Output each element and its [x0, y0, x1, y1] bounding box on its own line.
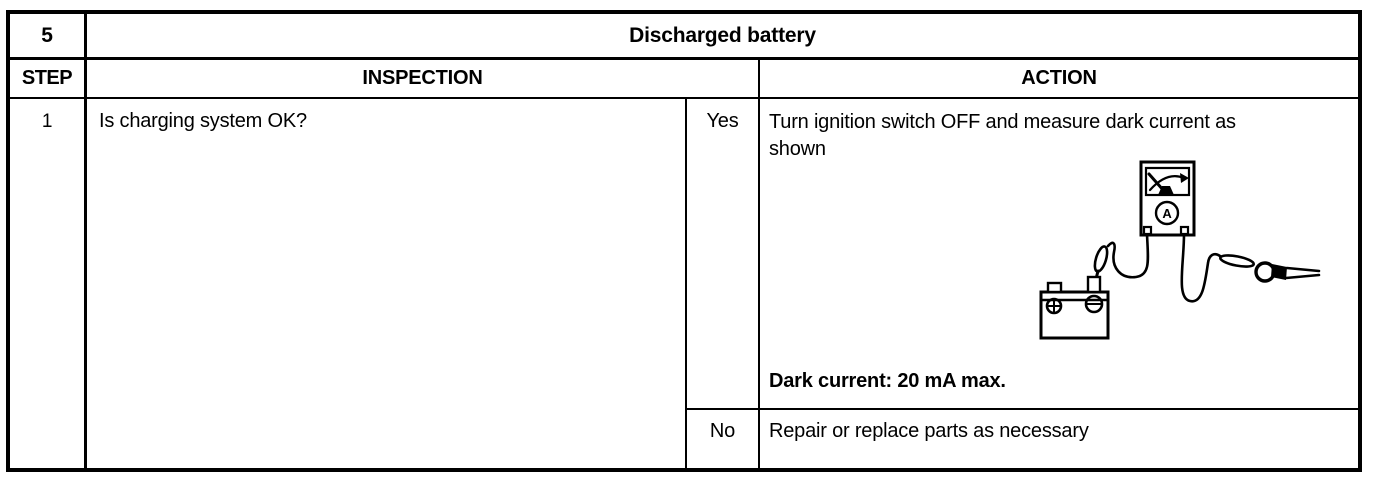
wire-crimp-connector	[1093, 245, 1109, 273]
cable-plug	[1271, 264, 1287, 280]
dark-current-measurement-diagram-icon: A	[1039, 160, 1321, 340]
cable-end-lines	[1284, 266, 1321, 280]
column-header-inspection: INSPECTION	[87, 60, 760, 99]
section-title: Discharged battery	[87, 14, 1358, 60]
no-label: No	[687, 410, 760, 468]
battery-positive-post	[1046, 281, 1063, 294]
ammeter-terminal-left	[1142, 225, 1153, 236]
wire-left	[1106, 232, 1150, 279]
section-number: 5	[10, 14, 87, 60]
ammeter-terminal-right	[1179, 225, 1190, 236]
yes-label: Yes	[687, 99, 760, 410]
dark-current-spec: Dark current: 20 mA max.	[769, 370, 1006, 392]
ring-terminal	[1254, 261, 1276, 283]
yes-action-text-line1: Turn ignition switch OFF and measure dar…	[769, 111, 1236, 133]
cable-crimp	[1218, 254, 1256, 268]
battery-negative-clamp	[1086, 275, 1102, 294]
step-number-cell: 1	[10, 99, 87, 468]
yes-action-cell: Turn ignition switch OFF and measure dar…	[760, 99, 1358, 410]
column-header-action: ACTION	[760, 60, 1358, 99]
scale-arrowhead	[1180, 173, 1189, 183]
column-header-step: STEP	[10, 60, 87, 99]
wire-right	[1180, 232, 1222, 303]
yes-action-text-line2: shown	[769, 138, 826, 160]
ammeter-range-knob	[1154, 200, 1180, 226]
ammeter-letter: A	[1162, 206, 1172, 221]
no-action-text: Repair or replace parts as necessary	[769, 420, 1089, 442]
inspection-question: Is charging system OK?	[87, 99, 687, 468]
troubleshooting-table: 5 Discharged battery STEP INSPECTION ACT…	[6, 10, 1362, 472]
needle-pivot	[1158, 186, 1174, 195]
